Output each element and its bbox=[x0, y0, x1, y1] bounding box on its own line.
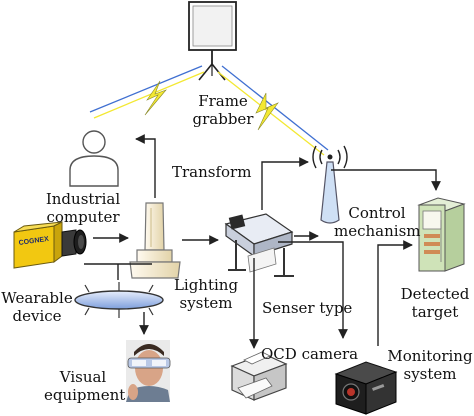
cabinet-icon bbox=[419, 198, 464, 271]
lighting-system-label: Lighting system bbox=[170, 276, 242, 312]
lens-icon bbox=[75, 282, 163, 318]
senser-type-label: Senser type bbox=[262, 299, 352, 317]
user-icon bbox=[70, 131, 118, 186]
lamp-icon bbox=[130, 203, 180, 278]
ocd-camera-label: OCD camera bbox=[261, 345, 358, 363]
wearable-device-label: Wearable device bbox=[0, 289, 74, 325]
plotter-icon bbox=[226, 214, 294, 276]
transform-label: Transform bbox=[172, 163, 251, 181]
vr-headset-photo bbox=[126, 340, 170, 402]
wireless-link-left bbox=[90, 66, 204, 118]
frame-grabber-label: Frame grabber bbox=[191, 92, 255, 128]
visual-equipment-label: Visual equipment bbox=[44, 368, 122, 404]
control-mechanism-label: Control mechanism bbox=[334, 204, 420, 240]
detected-target-label: Detected target bbox=[396, 285, 474, 321]
monitoring-system-label: Monitoring system bbox=[386, 347, 474, 383]
lightning-bolt-icon bbox=[145, 81, 166, 115]
lightning-bolt-icon bbox=[256, 93, 278, 130]
industrial-computer-label: Industrial computer bbox=[38, 190, 128, 226]
